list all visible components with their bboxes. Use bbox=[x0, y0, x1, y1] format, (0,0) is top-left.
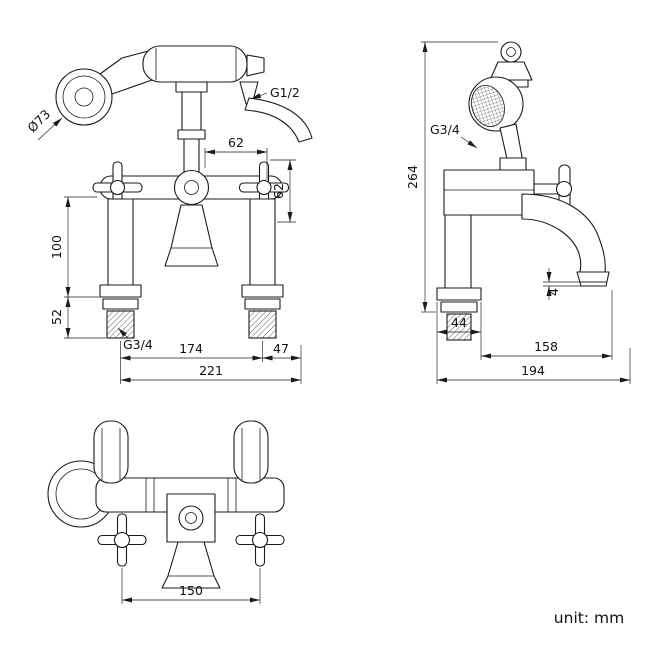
dim-label: 47 bbox=[273, 341, 289, 356]
dim-label: 264 bbox=[405, 165, 420, 189]
diverter-hub bbox=[173, 169, 210, 206]
top-left-riser bbox=[93, 420, 129, 484]
dim-label: 62 bbox=[271, 183, 286, 199]
dim-label: 100 bbox=[49, 235, 64, 259]
dim-top-handle-centres: 150 bbox=[121, 568, 261, 604]
dim-label: 4 bbox=[546, 288, 561, 296]
side-leg bbox=[436, 214, 482, 341]
side-spout bbox=[521, 193, 610, 287]
side-inlet-thread bbox=[446, 313, 472, 341]
spray-face bbox=[471, 85, 505, 127]
dim-side-spout-reach: 158 bbox=[481, 290, 613, 360]
dim-label: 150 bbox=[179, 583, 203, 598]
dim-label: 221 bbox=[199, 363, 223, 378]
handset-grip bbox=[142, 45, 248, 83]
dim-label: 44 bbox=[451, 315, 467, 330]
top-bell-spout bbox=[161, 541, 221, 589]
dim-label: G3/4 bbox=[430, 122, 460, 137]
top-right-cross-handle bbox=[235, 513, 285, 567]
front-view: Ø73 G1/2 62 62 100 bbox=[24, 45, 313, 384]
side-handset bbox=[468, 76, 529, 183]
side-body bbox=[443, 157, 535, 216]
dim-front-offset-height: 62 bbox=[270, 159, 296, 223]
dim-label: 158 bbox=[534, 339, 558, 354]
front-riser-column bbox=[175, 81, 208, 174]
spout-tip bbox=[576, 271, 610, 287]
front-handset bbox=[55, 45, 313, 143]
dim-front-shank-length: 52 bbox=[49, 297, 106, 339]
dim-side-overall-depth: 194 bbox=[437, 348, 631, 384]
dim-front-body-height: 100 bbox=[49, 196, 99, 298]
dim-front-handset-diameter: Ø73 bbox=[24, 106, 63, 141]
dim-side-overall-height: 264 bbox=[405, 41, 498, 313]
side-view: 264 G3/4 4 44 158 bbox=[405, 41, 631, 384]
dim-label: 174 bbox=[179, 341, 203, 356]
hose-connector bbox=[246, 54, 265, 77]
front-left-leg bbox=[99, 198, 142, 339]
dim-label: G1/2 bbox=[270, 85, 300, 100]
dim-side-base-width: 44 bbox=[436, 302, 482, 384]
front-bell-spout bbox=[164, 204, 219, 267]
hose-curve bbox=[244, 97, 313, 143]
top-right-riser bbox=[233, 420, 269, 484]
dim-label: 62 bbox=[228, 135, 244, 150]
left-inlet-thread bbox=[106, 310, 135, 339]
top-centre-block bbox=[166, 493, 216, 543]
dim-label: G3/4 bbox=[123, 337, 153, 352]
dim-front-offset-width: 62 bbox=[204, 135, 268, 180]
dim-front-inlet-thread: G3/4 bbox=[117, 327, 153, 352]
dim-label: 194 bbox=[521, 363, 545, 378]
dim-label: 52 bbox=[49, 309, 64, 325]
right-inlet-thread bbox=[248, 310, 277, 339]
dim-front-inlet-centres: 174 bbox=[120, 341, 263, 384]
dim-label: Ø73 bbox=[24, 106, 53, 135]
unit-note: unit: mm bbox=[554, 609, 624, 627]
dim-front-centre-to-edge: 47 bbox=[262, 341, 302, 384]
top-view: 150 bbox=[47, 420, 285, 604]
dim-front-hose-thread: G1/2 bbox=[250, 85, 300, 100]
side-cross-handle bbox=[533, 164, 573, 213]
top-left-cross-handle bbox=[97, 513, 147, 567]
dim-side-tip-lip: 4 bbox=[543, 268, 606, 300]
dim-front-overall-width: 221 bbox=[120, 363, 301, 383]
front-right-leg bbox=[241, 198, 284, 339]
handset-head bbox=[55, 68, 113, 126]
dim-side-handset-thread: G3/4 bbox=[430, 122, 478, 149]
